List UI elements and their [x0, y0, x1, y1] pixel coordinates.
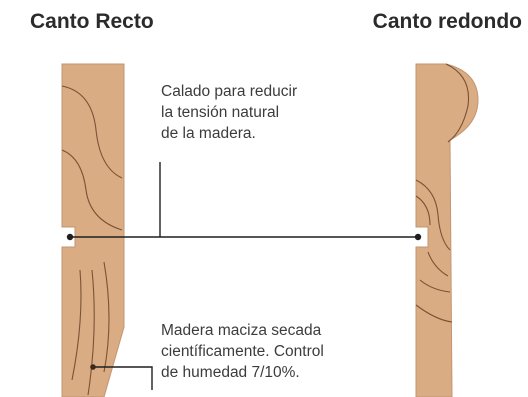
solid-wood-marker	[90, 364, 96, 370]
straight-edge-grain	[61, 85, 123, 396]
solid-wood-note-line: de humedad 7/10%.	[161, 364, 300, 381]
solid-wood-note: Madera maciza secada científicamente. Co…	[161, 320, 324, 383]
straight-edge-board	[61, 63, 125, 397]
right-groove-marker	[414, 233, 422, 241]
relief-groove-note-line: la tensión natural	[161, 104, 280, 121]
rounded-edge-board	[415, 63, 479, 397]
callout-lines	[70, 162, 418, 390]
rounded-edge-board-body	[415, 63, 479, 397]
rounded-edge-grain	[415, 63, 470, 323]
straight-edge-title: Canto Recto	[30, 10, 154, 33]
solid-wood-note-line: Madera maciza secada	[161, 322, 322, 339]
left-groove-marker	[66, 233, 74, 241]
solid-wood-leader	[93, 366, 153, 390]
rounded-edge-title: Canto redondo	[372, 10, 522, 33]
relief-groove-note-line: Calado para reducir	[161, 83, 298, 100]
solid-wood-note-line: científicamente. Control	[161, 343, 324, 360]
relief-groove-note-line: de la madera.	[161, 125, 256, 142]
relief-groove-note: Calado para reducir la tensión natural d…	[161, 81, 297, 144]
